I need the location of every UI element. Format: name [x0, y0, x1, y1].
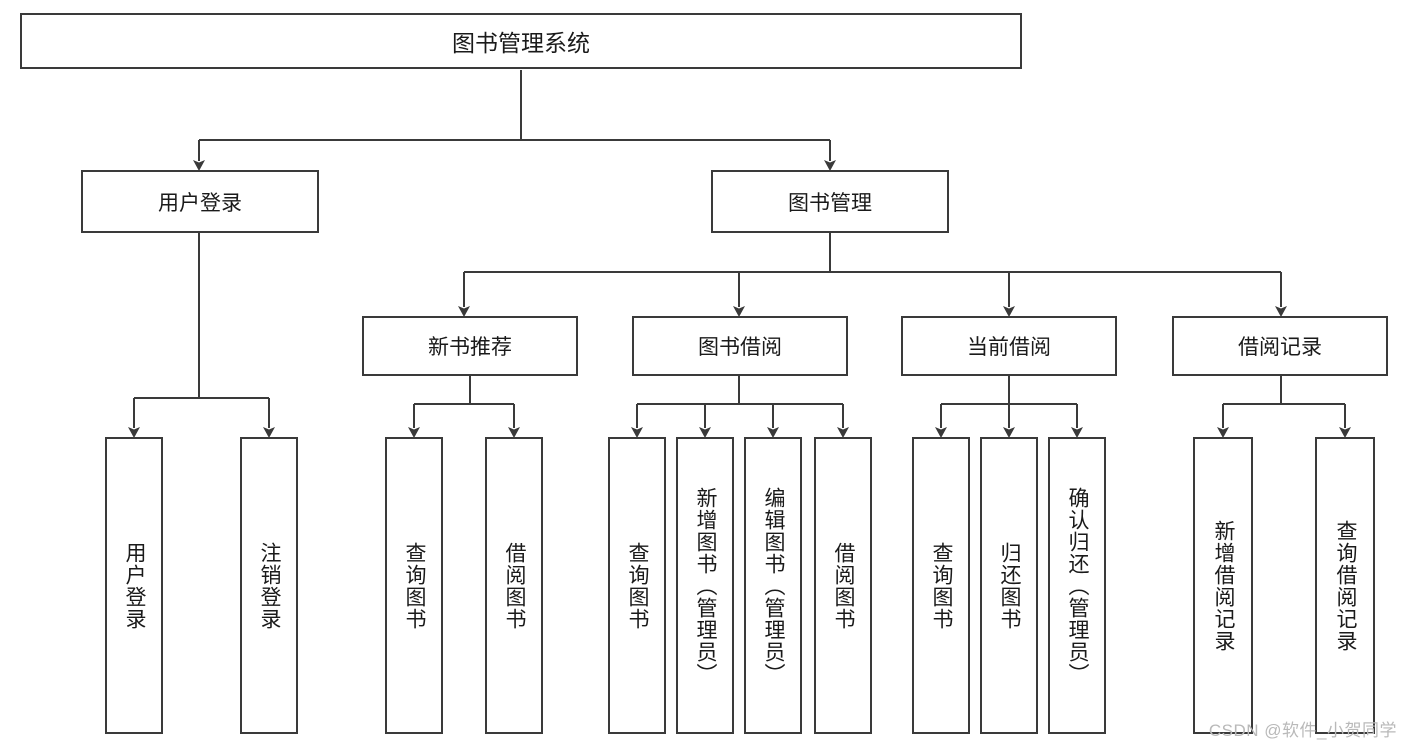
node-leaf-borrow-book-2[interactable]: 借阅图书 — [814, 437, 872, 734]
node-leaf-query-book-1-label: 查询图书 — [402, 541, 426, 630]
node-leaf-query-book-1[interactable]: 查询图书 — [385, 437, 443, 734]
node-leaf-query-book-3-label: 查询图书 — [929, 541, 953, 630]
node-leaf-edit-book-label: 编辑图书（管理员） — [761, 486, 785, 685]
node-leaf-user-login-label: 用户登录 — [122, 541, 146, 630]
node-leaf-query-book-2-label: 查询图书 — [625, 541, 649, 630]
node-root[interactable]: 图书管理系统 — [20, 13, 1022, 69]
node-leaf-logout-login-label: 注销登录 — [257, 541, 281, 630]
node-leaf-add-record[interactable]: 新增借阅记录 — [1193, 437, 1253, 734]
node-book-borrow-label: 图书借阅 — [698, 336, 782, 359]
node-leaf-return-book-label: 归还图书 — [997, 541, 1021, 630]
node-leaf-borrow-book-1[interactable]: 借阅图书 — [485, 437, 543, 734]
node-leaf-query-book-2[interactable]: 查询图书 — [608, 437, 666, 734]
node-leaf-confirm-return[interactable]: 确认归还（管理员） — [1048, 437, 1106, 734]
node-leaf-edit-book[interactable]: 编辑图书（管理员） — [744, 437, 802, 734]
node-leaf-return-book[interactable]: 归还图书 — [980, 437, 1038, 734]
node-leaf-query-record-label: 查询借阅记录 — [1333, 519, 1357, 652]
node-leaf-add-book-label: 新增图书（管理员） — [693, 486, 717, 685]
node-leaf-confirm-return-label: 确认归还（管理员） — [1065, 486, 1089, 685]
node-leaf-add-record-label: 新增借阅记录 — [1211, 519, 1235, 652]
node-leaf-add-book[interactable]: 新增图书（管理员） — [676, 437, 734, 734]
node-leaf-query-record[interactable]: 查询借阅记录 — [1315, 437, 1375, 734]
node-leaf-borrow-book-2-label: 借阅图书 — [831, 541, 855, 630]
node-borrow-record-label: 借阅记录 — [1238, 336, 1322, 359]
node-leaf-logout-login[interactable]: 注销登录 — [240, 437, 298, 734]
node-book-manage[interactable]: 图书管理 — [711, 170, 949, 233]
node-new-book-rec-label: 新书推荐 — [428, 336, 512, 359]
node-leaf-user-login[interactable]: 用户登录 — [105, 437, 163, 734]
node-current-borrow-label: 当前借阅 — [967, 336, 1051, 359]
node-book-manage-label: 图书管理 — [788, 191, 872, 215]
node-leaf-query-book-3[interactable]: 查询图书 — [912, 437, 970, 734]
node-book-borrow[interactable]: 图书借阅 — [632, 316, 848, 376]
node-borrow-record[interactable]: 借阅记录 — [1172, 316, 1388, 376]
node-new-book-rec[interactable]: 新书推荐 — [362, 316, 578, 376]
node-user-login[interactable]: 用户登录 — [81, 170, 319, 233]
node-user-login-label: 用户登录 — [158, 191, 242, 215]
node-root-label: 图书管理系统 — [452, 30, 590, 56]
node-current-borrow[interactable]: 当前借阅 — [901, 316, 1117, 376]
watermark: CSDN @软件_小贺同学 — [1208, 721, 1397, 740]
node-leaf-borrow-book-1-label: 借阅图书 — [502, 541, 526, 630]
